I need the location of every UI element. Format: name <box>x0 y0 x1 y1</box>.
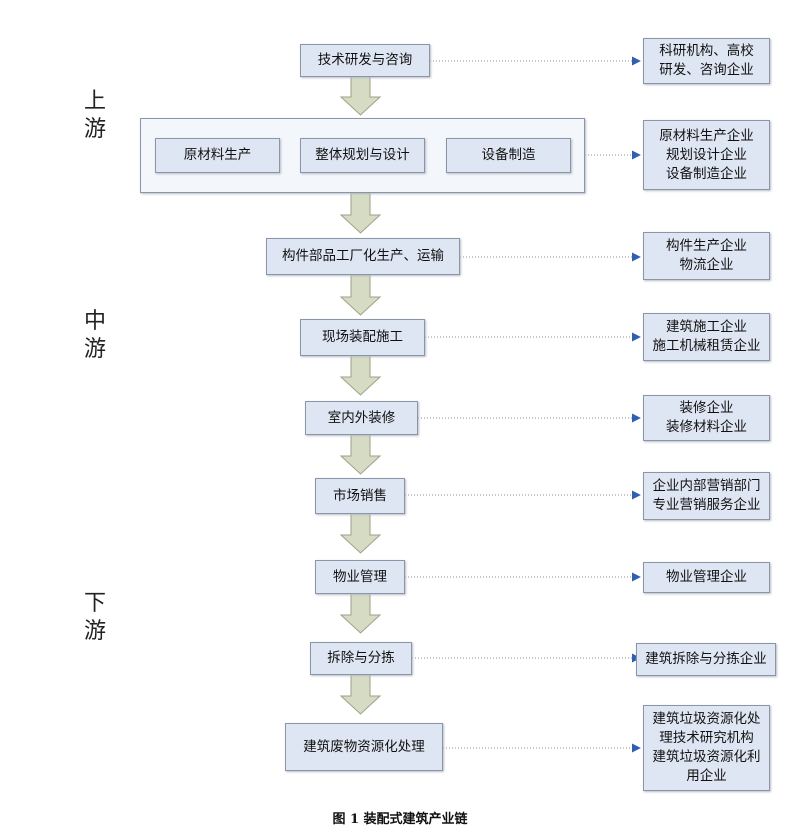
connectors <box>405 56 641 753</box>
step-onsite-assembly: 现场装配施工 <box>300 319 425 356</box>
enterprise-rd-consulting: 科研机构、高校 研发、咨询企业 <box>643 38 770 84</box>
down-arrow-7 <box>339 592 382 634</box>
enterprise-line: 物流企业 <box>679 257 734 273</box>
enterprise-line: 用企业 <box>686 768 727 784</box>
down-arrow-2 <box>339 192 382 234</box>
enterprise-onsite-assembly: 建筑施工企业 施工机械租赁企业 <box>643 313 770 361</box>
down-arrow-4 <box>339 354 382 396</box>
enterprise-line: 理技术研究机构 <box>659 730 754 746</box>
enterprise-line: 原材料生产企业 <box>659 127 754 144</box>
enterprise-line: 建筑施工企业 <box>666 319 747 335</box>
enterprise-line: 设备制造企业 <box>666 165 747 182</box>
stage-midstream-char-2: 游 <box>83 337 106 362</box>
stage-upstream: 上 游 <box>80 88 110 144</box>
stage-midstream-char-1: 中 <box>83 309 106 334</box>
enterprise-line: 建筑垃圾资源化处 <box>652 711 761 727</box>
enterprise-line: 研发、咨询企业 <box>659 62 754 78</box>
stage-midstream: 中 游 <box>80 308 110 364</box>
enterprise-upstream-group: 原材料生产企业 规划设计企业 设备制造企业 <box>643 120 770 190</box>
enterprise-line: 科研机构、高校 <box>659 43 754 59</box>
step-marketing-sales: 市场销售 <box>315 478 405 514</box>
enterprise-factory-production: 构件生产企业 物流企业 <box>643 232 770 280</box>
enterprise-line: 建筑拆除与分拣企业 <box>645 651 767 667</box>
step-planning-design: 整体规划与设计 <box>300 138 425 173</box>
stage-downstream: 下 游 <box>80 590 110 646</box>
enterprise-line: 专业营销服务企业 <box>652 497 761 513</box>
step-rd-consulting: 技术研发与咨询 <box>300 44 430 77</box>
step-waste-recycling: 建筑废物资源化处理 <box>285 723 443 771</box>
stage-upstream-char-2: 游 <box>83 117 106 142</box>
enterprise-line: 装修企业 <box>679 400 734 416</box>
step-demolition-sorting: 拆除与分拣 <box>310 642 412 675</box>
flow-arrows <box>339 74 382 715</box>
enterprise-demolition-sorting: 建筑拆除与分拣企业 <box>636 643 776 676</box>
enterprise-property-management: 物业管理企业 <box>643 562 770 593</box>
enterprise-line: 施工机械租赁企业 <box>652 338 761 354</box>
down-arrow-1 <box>339 74 382 116</box>
stage-downstream-char-2: 游 <box>83 619 106 644</box>
down-arrow-8 <box>339 673 382 715</box>
enterprise-line: 企业内部营销部门 <box>652 478 761 494</box>
down-arrow-6 <box>339 512 382 554</box>
enterprise-decoration: 装修企业 装修材料企业 <box>643 395 770 441</box>
enterprise-line: 构件生产企业 <box>666 238 747 254</box>
enterprise-line: 建筑垃圾资源化利 <box>652 749 761 765</box>
down-arrow-3 <box>339 274 382 316</box>
stage-downstream-char-1: 下 <box>83 591 106 616</box>
step-raw-material: 原材料生产 <box>155 138 280 173</box>
step-equipment-manufacturing: 设备制造 <box>446 138 571 173</box>
enterprise-marketing-sales: 企业内部营销部门 专业营销服务企业 <box>643 472 770 520</box>
step-factory-production: 构件部品工厂化生产、运输 <box>266 238 460 275</box>
enterprise-line: 物业管理企业 <box>666 569 747 585</box>
stage-upstream-char-1: 上 <box>83 89 106 114</box>
step-property-management: 物业管理 <box>315 560 405 594</box>
down-arrow-5 <box>339 433 382 475</box>
enterprise-waste-recycling: 建筑垃圾资源化处 理技术研究机构 建筑垃圾资源化利 用企业 <box>643 705 770 791</box>
enterprise-line: 规划设计企业 <box>666 146 747 163</box>
step-decoration: 室内外装修 <box>305 401 418 435</box>
enterprise-line: 装修材料企业 <box>666 419 747 435</box>
figure-caption: 图 1 装配式建筑产业链 <box>332 812 468 827</box>
